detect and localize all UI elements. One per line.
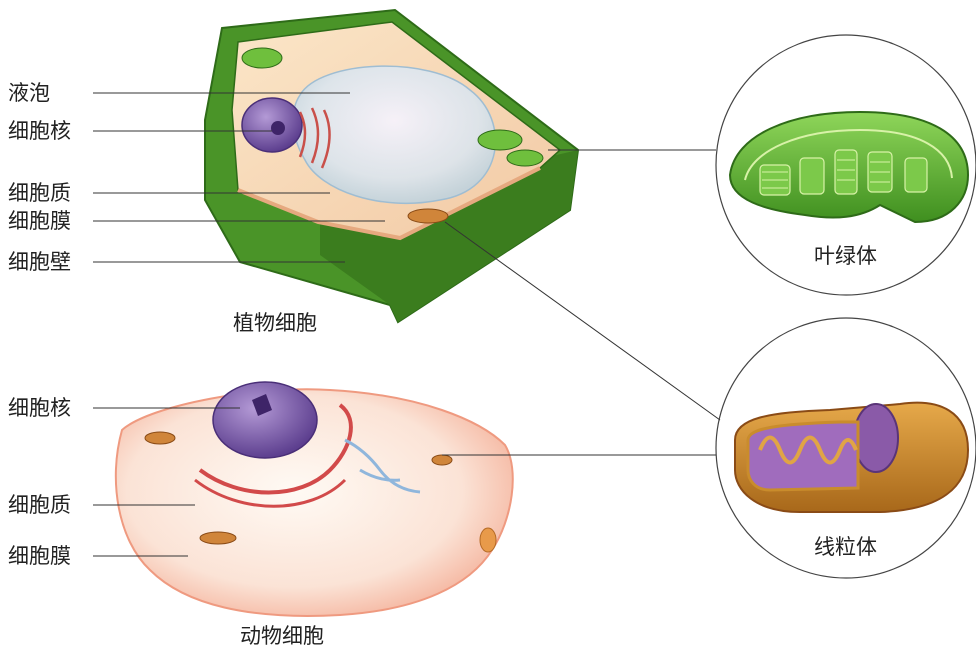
label-animal-nucleus: 细胞核	[8, 396, 71, 420]
animal-cell-illustration	[116, 382, 513, 616]
label-plant-cell-wall: 细胞壁	[8, 250, 71, 274]
caption-mitochondrion: 线粒体	[814, 535, 877, 559]
label-animal-membrane: 细胞膜	[8, 544, 71, 568]
label-plant-cytoplasm: 细胞质	[8, 181, 71, 205]
label-plant-nucleus: 细胞核	[8, 119, 71, 143]
label-animal-cytoplasm: 细胞质	[8, 493, 71, 517]
caption-plant-cell: 植物细胞	[233, 311, 317, 335]
caption-animal-cell: 动物细胞	[240, 624, 324, 648]
caption-chloroplast: 叶绿体	[814, 244, 877, 268]
label-plant-vacuole: 液泡	[8, 81, 50, 105]
plant-cell-illustration	[205, 10, 578, 322]
label-plant-membrane: 细胞膜	[8, 209, 71, 233]
